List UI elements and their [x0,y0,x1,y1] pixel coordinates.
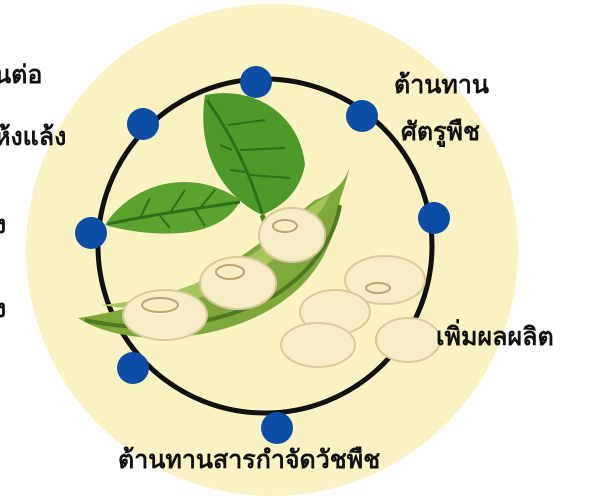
label-herbicide-resistance: ต้านทานสารกำจัดวัชพืช [118,447,380,472]
node-top-right [346,100,378,132]
label-mid-left-line2: ง [0,296,6,321]
label-pest-resistance-line2: ศัตรูพืช [401,119,480,144]
label-pest-resistance-line1: ต้านทาน [394,72,489,97]
node-bottom [261,412,293,444]
node-top-left [127,108,159,140]
label-top-left-line1: นต่อ [0,62,42,87]
node-bottom-left [117,352,149,384]
label-increase-yield: เพิ่มผลผลิต [436,324,554,349]
node-right [418,202,450,234]
node-top [240,66,272,98]
label-mid-left-line1: ง [0,212,6,237]
label-top-left-line2: ห้งแล้ง [0,124,66,149]
node-left [75,217,107,249]
